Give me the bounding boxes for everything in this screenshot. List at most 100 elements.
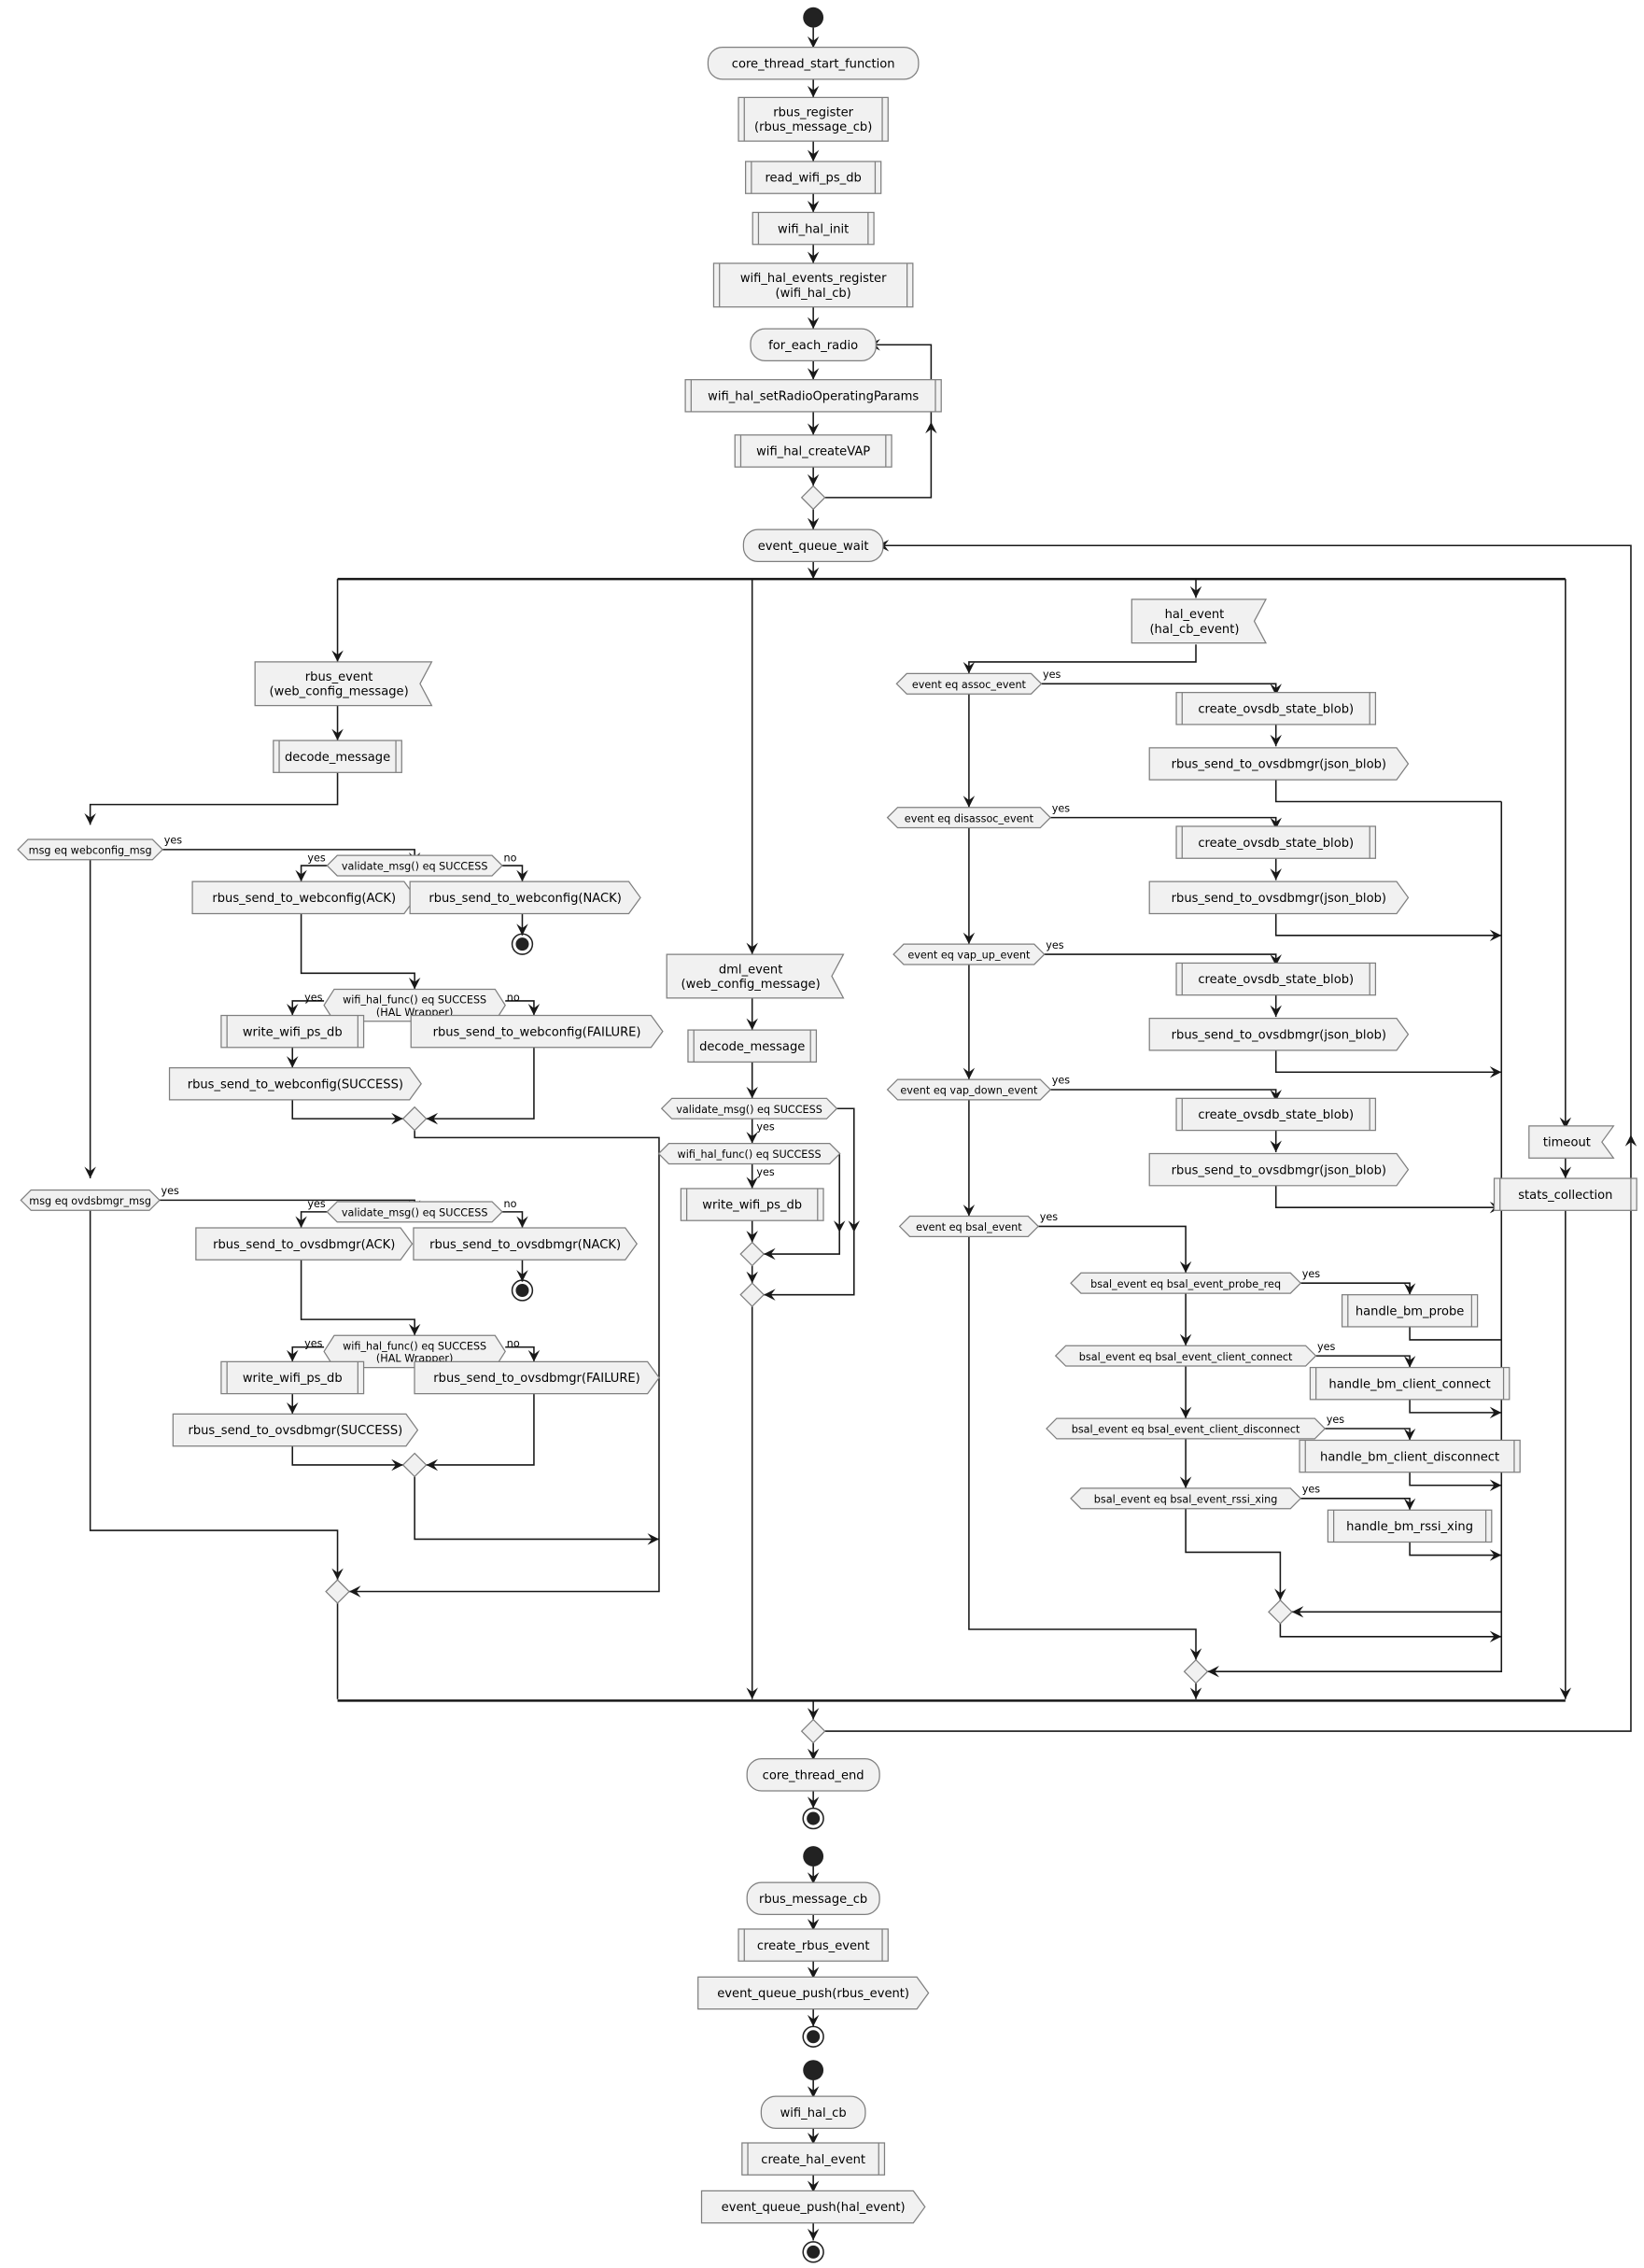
hal-send-blob-2-label: rbus_send_to_ovsdbmgr(json_blob) [1172, 1028, 1386, 1042]
yes-label: yes [1302, 1484, 1321, 1496]
connector [1325, 1428, 1411, 1441]
hal-create-blob-3-label: create_ovsdb_state_blob) [1198, 1108, 1354, 1122]
yes-label: yes [1052, 802, 1071, 814]
hal-create-blob-0 [1175, 692, 1377, 725]
start-node [803, 7, 824, 28]
connector [1274, 1185, 1502, 1208]
arrow-head [746, 1687, 758, 1699]
ovsdbmgr-nack-label: rbus_send_to_ovsdbmgr(NACK) [429, 1238, 621, 1252]
webconfig-nack [409, 880, 641, 915]
start-node [803, 2060, 824, 2081]
arrow-head [833, 1220, 846, 1233]
action-wifi-hal-cb-label: wifi_hal_cb [780, 2106, 847, 2120]
arrow-head [331, 728, 344, 741]
send-event-queue-push-hal [700, 2190, 926, 2224]
ovsdbmgr-write-db-label: write_wifi_ps_db [243, 1372, 343, 1386]
event-timeout [1528, 1125, 1615, 1159]
webconfig-success-label: rbus_send_to_webconfig(SUCCESS) [188, 1078, 403, 1092]
connector [426, 1047, 535, 1120]
loop-diamond [800, 485, 826, 511]
ovsdbmgr-ack [195, 1227, 414, 1261]
arrow-head [1179, 1406, 1192, 1419]
hal-condition-0-label: event eq assoc_event [912, 679, 1027, 691]
connector [968, 644, 1197, 674]
connector-lines [84, 27, 1637, 2241]
ovsdbmgr-hal-check-label: wifi_hal_func() eq SUCCESS [343, 1340, 486, 1352]
arrow-head [1179, 1476, 1192, 1488]
arrow-head [1270, 1005, 1282, 1018]
arrow-head [746, 1018, 758, 1031]
dml-validate-label: validate_msg() eq SUCCESS [676, 1104, 822, 1116]
arrow-head [1270, 817, 1282, 830]
connector [1274, 780, 1502, 803]
webconfig-merge [401, 1106, 428, 1132]
event-loop-diamond [800, 1718, 826, 1744]
hal-condition-3 [886, 1078, 1052, 1101]
arrow-head [764, 1289, 776, 1301]
hal-condition-1-label: event eq disassoc_event [905, 812, 1034, 824]
end-node-inner [515, 1283, 529, 1298]
bsal-merge [1268, 1599, 1293, 1625]
arrow-head [391, 1458, 403, 1472]
arrow-head [1489, 1406, 1502, 1419]
action-rbus-message-cb-label: rbus_message_cb [759, 1893, 867, 1907]
arrow-head [807, 2228, 820, 2241]
no-label: no [507, 992, 520, 1004]
arrow-head [527, 1349, 541, 1362]
arrow-head [963, 796, 976, 808]
condition-msg-ovsdbmgr-label: msg eq ovdsbmgr_msg [29, 1195, 151, 1207]
arrow-head [963, 932, 976, 945]
webconfig-failure [410, 1014, 664, 1049]
bsal-condition-3 [1070, 1487, 1302, 1510]
arrow-head [84, 1166, 96, 1179]
yes-label: yes [1327, 1414, 1345, 1426]
arrow-head [516, 923, 528, 936]
webconfig-write-db [220, 1014, 365, 1049]
subprocess-set-radio-params-label: wifi_hal_setRadioOperatingParams [708, 389, 919, 403]
event-dml-event [666, 953, 845, 999]
condition-msg-webconfig [17, 838, 164, 861]
ovsdbmgr-validate-label: validate_msg() eq SUCCESS [342, 1207, 488, 1219]
connector [1300, 1282, 1411, 1295]
bsal-condition-3-label: bsal_event eq bsal_event_rssi_xing [1094, 1493, 1278, 1505]
arrow-head [963, 1067, 976, 1080]
arrow-head [1489, 1066, 1502, 1078]
action-wifi-hal-cb [760, 2095, 866, 2130]
yes-label: yes [1052, 1075, 1071, 1087]
bsal-condition-1 [1054, 1345, 1317, 1367]
subprocess-decode-message-rbus [273, 740, 402, 773]
arrow-head [1270, 868, 1282, 880]
connector [1409, 1326, 1502, 1341]
bsal-condition-0 [1070, 1272, 1302, 1294]
bsal-handler-1-label: handle_bm_client_connect [1328, 1377, 1490, 1391]
connector [1409, 1399, 1502, 1414]
end-node [802, 1807, 824, 1830]
subprocess-create-hal-event-label: create_hal_event [761, 2153, 865, 2167]
connector [414, 1476, 659, 1541]
ovsdbmgr-success-label: rbus_send_to_ovsdbmgr(SUCCESS) [188, 1424, 402, 1438]
connector [89, 1210, 339, 1581]
ovsdbmgr-failure-label: rbus_send_to_ovsdbmgr(FAILURE) [433, 1372, 639, 1386]
arrow-head [1270, 954, 1282, 966]
subprocess-read-wifi-ps-db [744, 161, 882, 194]
hal-condition-0 [895, 672, 1043, 695]
end-node-inner [807, 2245, 821, 2259]
subprocess-stats-collection [1493, 1177, 1637, 1211]
no-label: no [504, 852, 517, 864]
event-timeout-label: timeout [1543, 1136, 1591, 1150]
hal-create-blob-1 [1175, 825, 1377, 859]
arrow-head [1274, 1588, 1286, 1600]
arrow-head [848, 1220, 861, 1233]
arrow-head [1403, 1356, 1416, 1368]
dml-hal-check [657, 1143, 841, 1165]
yes-label: yes [756, 1166, 775, 1178]
hal-send-blob-1 [1148, 880, 1410, 915]
end-node-inner [515, 937, 529, 951]
connector [1279, 1623, 1502, 1638]
arrow-head [1270, 683, 1282, 696]
arrow-head [807, 1796, 820, 1809]
connector [1207, 801, 1503, 1672]
action-core-thread-end [746, 1758, 880, 1792]
arrow-head [287, 1056, 299, 1068]
connector [426, 1393, 535, 1466]
